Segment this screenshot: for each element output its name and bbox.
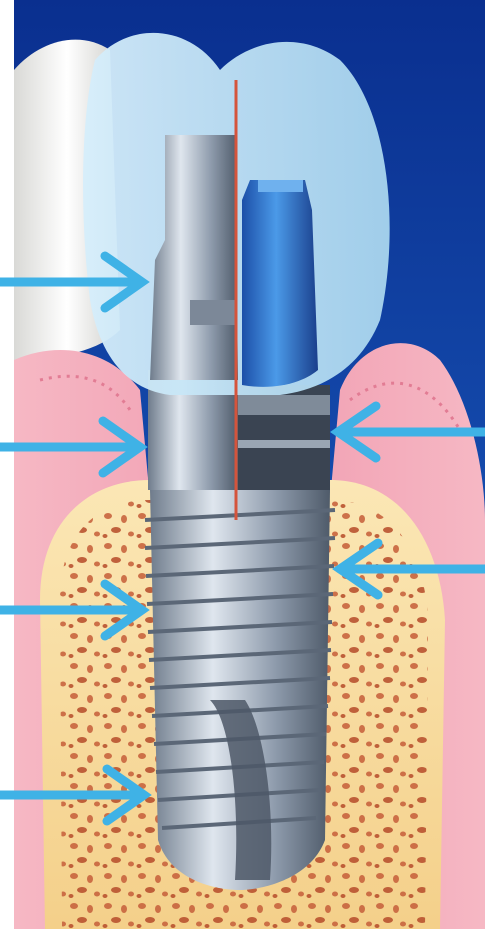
left-white-margin: [0, 0, 14, 929]
abutment-blue: [242, 180, 318, 387]
implant-body: [145, 490, 335, 890]
